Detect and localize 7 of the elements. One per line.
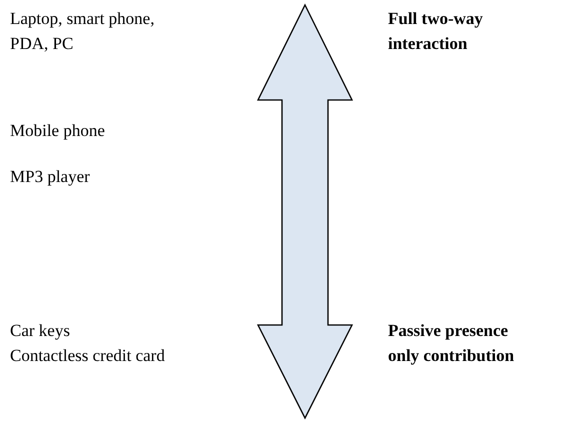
device-label: Contactless credit card — [10, 345, 166, 367]
device-label: Mobile phone — [10, 120, 106, 142]
scale-end-label: Full two-way interaction — [388, 8, 484, 55]
scale-end-label: Passive presence only contribution — [388, 320, 516, 367]
device-label: MP3 player — [10, 166, 91, 188]
device-label: Laptop, smart phone, PDA, PC — [10, 8, 156, 55]
device-label: Car keys — [10, 320, 71, 342]
